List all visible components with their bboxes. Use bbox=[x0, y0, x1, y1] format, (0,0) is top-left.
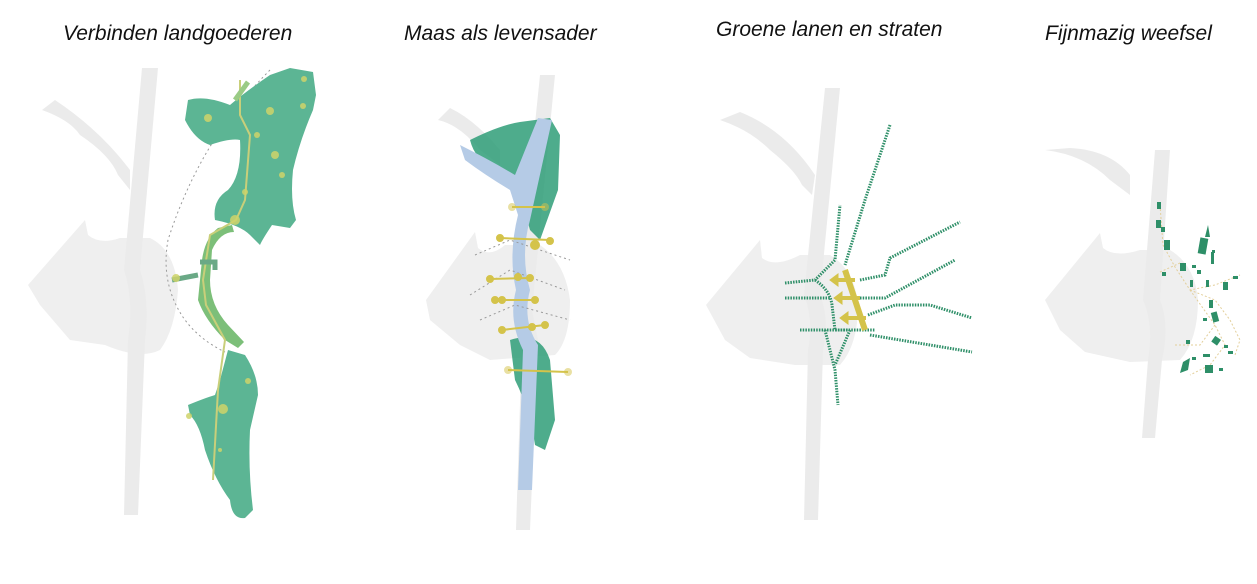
panel-maas-als-levensader: Maas als levensader bbox=[390, 0, 650, 584]
green-patches bbox=[1156, 202, 1238, 373]
panel-title: Maas als levensader bbox=[404, 22, 597, 45]
maas-river-map bbox=[426, 75, 572, 530]
green-lanes bbox=[784, 124, 973, 406]
panel-title: Fijnmazig weefsel bbox=[1045, 22, 1212, 45]
north-estate bbox=[185, 68, 316, 245]
river-main bbox=[1142, 150, 1170, 438]
panel-title: Groene lanen en straten bbox=[716, 18, 943, 41]
river-crossings bbox=[486, 203, 572, 376]
panel-title: Verbinden landgoederen bbox=[63, 22, 293, 45]
panel-groene-lanen-en-straten: Groene lanen en straten bbox=[690, 0, 990, 584]
fine-mesh-map bbox=[1045, 148, 1241, 438]
river-main bbox=[804, 88, 840, 520]
river-branch bbox=[42, 100, 130, 190]
panel-fijnmazig-weefsel: Fijnmazig weefsel bbox=[1030, 0, 1257, 584]
dotted-network bbox=[469, 239, 571, 321]
river-branch bbox=[720, 112, 815, 195]
north-spur bbox=[232, 80, 251, 102]
estate-path bbox=[201, 80, 252, 481]
panel-verbinden-landgoederen: Verbinden landgoederen bbox=[0, 0, 330, 584]
south-estate bbox=[188, 350, 258, 519]
green-lanes-map bbox=[706, 88, 973, 520]
river-main bbox=[124, 68, 158, 515]
yellow-connectors bbox=[829, 269, 868, 331]
city-area bbox=[1045, 233, 1198, 362]
green-corridor bbox=[198, 225, 244, 348]
city-area bbox=[28, 220, 178, 354]
maas-river bbox=[460, 118, 552, 490]
estate-connection-map bbox=[28, 68, 316, 519]
points-of-interest bbox=[172, 76, 307, 452]
city-area bbox=[426, 232, 570, 360]
river-branch bbox=[1045, 148, 1130, 195]
